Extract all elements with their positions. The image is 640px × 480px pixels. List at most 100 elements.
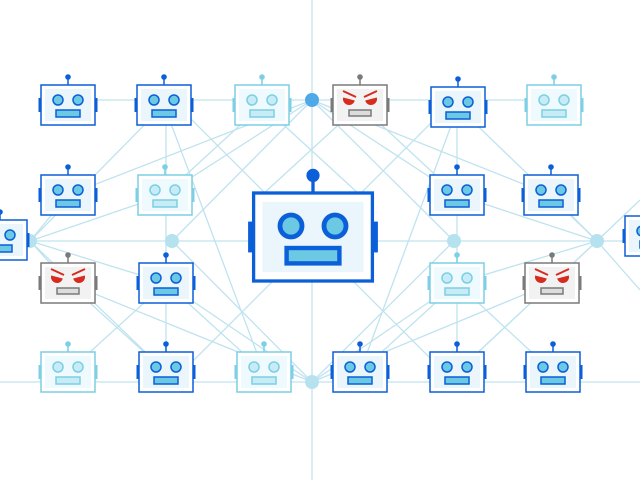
- robot: [136, 252, 196, 304]
- robot-eye: [170, 272, 182, 284]
- robot-mouth: [153, 287, 179, 296]
- evil-robot: [38, 252, 98, 304]
- robot-eye: [441, 272, 453, 284]
- robot-mouth: [444, 376, 470, 385]
- robot: [135, 164, 195, 216]
- robot: [523, 341, 583, 393]
- ear-left: [522, 276, 526, 290]
- robot-mouth: [540, 287, 564, 295]
- angry-brow: [534, 268, 549, 276]
- robot-eye: [441, 184, 453, 196]
- robot-eye: [344, 361, 356, 373]
- ear-right: [94, 98, 98, 112]
- robot: [0, 209, 30, 261]
- antenna-tip: [549, 252, 555, 258]
- angry-eye-icon: [343, 97, 355, 105]
- robot-eye: [246, 94, 258, 106]
- ear-right: [94, 276, 98, 290]
- robot-eye: [72, 361, 84, 373]
- robot-mouth: [55, 199, 81, 208]
- ear-right: [192, 365, 196, 379]
- ear-right: [577, 188, 581, 202]
- robot-eye: [266, 94, 278, 106]
- ear-right: [484, 100, 488, 114]
- main-robot: [248, 168, 378, 283]
- robot-eye: [537, 361, 549, 373]
- angry-brow: [71, 268, 86, 276]
- robot-eye: [52, 361, 64, 373]
- robot-eye: [321, 212, 349, 240]
- robot: [38, 341, 98, 393]
- network-node: [590, 234, 604, 248]
- robot-eye: [4, 229, 16, 241]
- robot-mouth: [251, 376, 277, 385]
- robot-eye: [150, 361, 162, 373]
- robot-eye: [461, 272, 473, 284]
- antenna-tip: [550, 341, 556, 347]
- robot-eye: [364, 361, 376, 373]
- ear-left: [523, 365, 527, 379]
- robot-mouth: [445, 111, 471, 120]
- robot: [134, 74, 194, 126]
- ear-left: [38, 276, 42, 290]
- network-line: [163, 104, 265, 373]
- robot-eye: [72, 184, 84, 196]
- robot-mouth: [540, 376, 566, 385]
- ear-right: [483, 276, 487, 290]
- robot-eye: [149, 184, 161, 196]
- robot: [427, 252, 487, 304]
- robot-mouth: [284, 245, 342, 266]
- angry-eye-icon: [73, 275, 85, 283]
- robot-eye: [538, 94, 550, 106]
- network-line: [359, 106, 459, 373]
- robot-mouth: [249, 109, 275, 118]
- antenna-tip: [454, 341, 460, 347]
- evil-robot: [330, 74, 390, 126]
- robot-eye: [557, 361, 569, 373]
- antenna-tip: [162, 164, 168, 170]
- robot-mouth: [55, 376, 81, 385]
- antenna-tip: [65, 341, 71, 347]
- ear-right: [288, 98, 292, 112]
- antenna-tip: [0, 209, 3, 215]
- robot-eye: [170, 361, 182, 373]
- robot-mouth: [153, 376, 179, 385]
- robot-mouth: [541, 109, 567, 118]
- ear-left: [524, 98, 528, 112]
- ear-left: [136, 276, 140, 290]
- robot-mouth: [444, 287, 470, 296]
- ear-left: [135, 188, 139, 202]
- ear-right: [290, 365, 294, 379]
- robot: [232, 74, 292, 126]
- ear-left: [330, 98, 334, 112]
- network-line: [29, 104, 165, 242]
- antenna-tip: [357, 74, 363, 80]
- antenna-tip: [65, 164, 71, 170]
- antenna-tip: [455, 76, 461, 82]
- ear-right: [386, 98, 390, 112]
- angry-brow: [342, 90, 357, 98]
- robot-eye: [72, 94, 84, 106]
- robot: [622, 215, 640, 257]
- ear-left: [622, 229, 626, 243]
- robot-eye: [442, 96, 454, 108]
- ear-right: [483, 365, 487, 379]
- robot-eye: [248, 361, 260, 373]
- robot: [428, 76, 488, 128]
- ear-right: [190, 98, 194, 112]
- angry-eye-icon: [51, 275, 63, 283]
- network-nodes: [23, 93, 604, 389]
- antenna-tip: [357, 341, 363, 347]
- ear-left: [232, 98, 236, 112]
- antenna-tip: [261, 341, 267, 347]
- angry-brow: [363, 90, 378, 98]
- angry-eye-icon: [535, 275, 547, 283]
- network-line: [596, 240, 640, 291]
- ear-right: [578, 276, 582, 290]
- antenna-tip: [454, 252, 460, 258]
- ear-right: [192, 276, 196, 290]
- ear-right: [386, 365, 390, 379]
- ear-left: [330, 365, 334, 379]
- robot: [427, 164, 487, 216]
- angry-eye-icon: [557, 275, 569, 283]
